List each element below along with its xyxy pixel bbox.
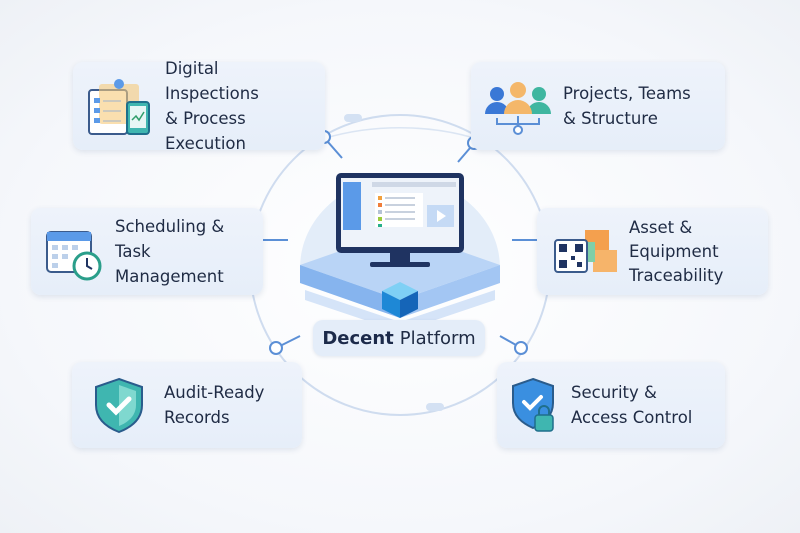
feature-card-security-access: Security & Access Control <box>497 362 725 448</box>
platform-name-bold: Decent <box>322 327 394 349</box>
feature-card-digital-inspections: Digital Inspections & Process Execution <box>73 59 325 153</box>
team-icon <box>483 76 553 136</box>
feature-subtitle: Records <box>164 408 230 427</box>
feature-subtitle: Traceability <box>629 265 724 285</box>
monitor-icon <box>336 173 464 267</box>
orbit-pill <box>344 114 362 122</box>
feature-card-scheduling: Scheduling & Task Management <box>31 208 263 295</box>
feature-title: Scheduling & <box>115 217 225 236</box>
feature-subtitle: & Structure <box>563 109 658 128</box>
qr-boxes-icon <box>549 222 619 282</box>
orbit-pill <box>426 403 444 411</box>
feature-title: Digital Inspections <box>165 59 259 103</box>
feature-subtitle: Access Control <box>571 408 693 427</box>
cube-icon <box>382 282 418 318</box>
feature-title: Projects, Teams <box>563 84 691 103</box>
calendar-clock-icon <box>43 222 105 282</box>
shield-lock-icon <box>509 375 561 435</box>
feature-title: Security & <box>571 383 657 402</box>
platform-label: Decent Platform <box>313 320 485 356</box>
feature-card-projects-teams: Projects, Teams & Structure <box>471 62 725 150</box>
feature-subtitle: & Process Execution <box>165 109 246 153</box>
shield-check-icon <box>84 375 154 435</box>
feature-title: Asset & <box>629 217 693 237</box>
clipboard-tablet-icon <box>85 76 155 136</box>
platform-name-rest: Platform <box>399 327 476 349</box>
feature-subtitle: Equipment <box>629 241 719 261</box>
feature-title: Audit-Ready <box>164 383 265 402</box>
feature-subtitle: Task Management <box>115 242 224 286</box>
